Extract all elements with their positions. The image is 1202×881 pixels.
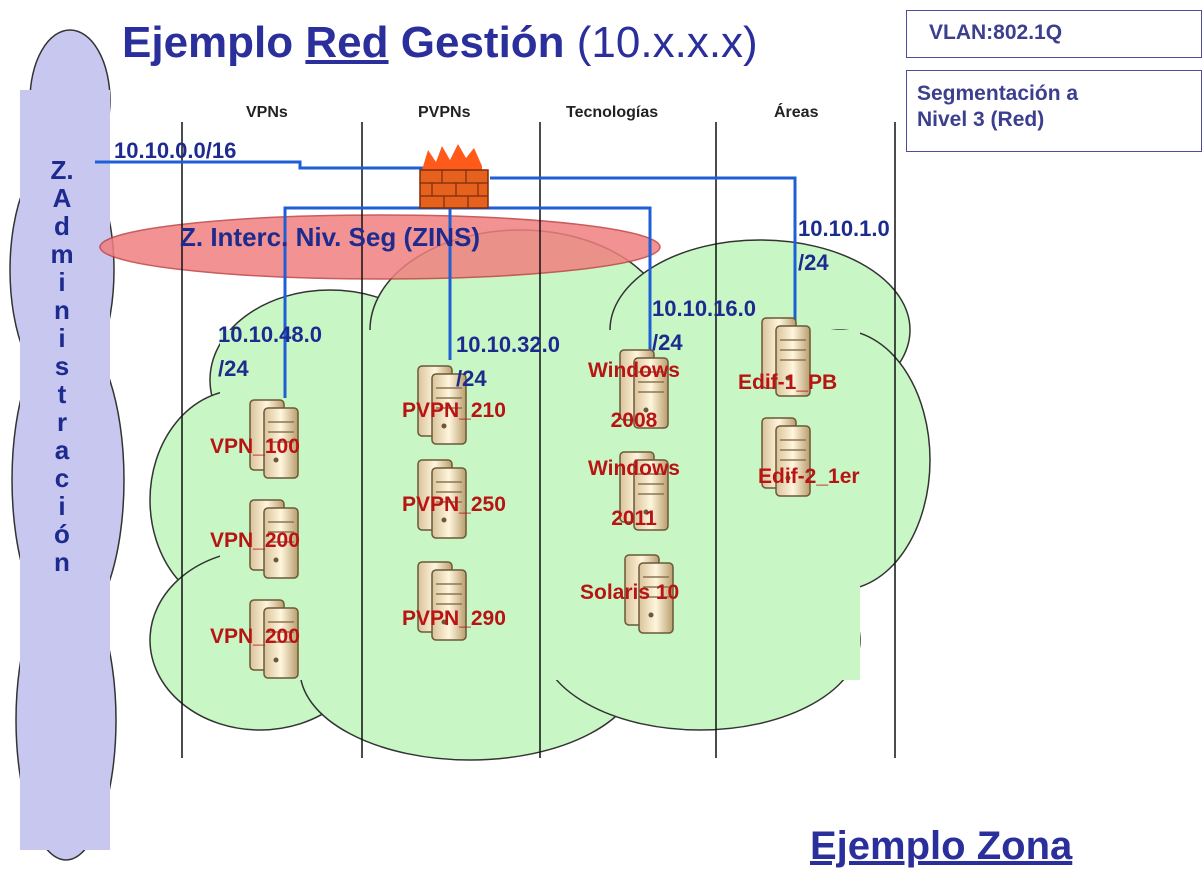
column-header-tecnologias: Tecnologías [566, 104, 659, 121]
admin-letter: i [58, 323, 66, 353]
segmentation-box: Segmentación a Nivel 3 (Red) [906, 70, 1202, 152]
admin-letter: ó [54, 519, 70, 549]
network-tech-label: 10.10.16.0 /24 [652, 296, 756, 355]
admin-zone-label: Z. A d m i n i s t r a c i ó n [42, 156, 82, 576]
title-range: (10.x.x.x) [576, 18, 758, 67]
footer-title: Ejemplo Zona [810, 824, 1073, 868]
server-label-edif-1-pb: Edif-1_PB [738, 371, 838, 394]
server-label-vpn-200-b: VPN_200 [210, 625, 300, 648]
server-label-windows-2008: Windows 2008 [588, 359, 680, 432]
network-vpn-label: 10.10.48.0 /24 [218, 322, 322, 381]
server-label-edif-2-1er: Edif-2_1er [758, 465, 860, 488]
server-label-vpn-100: VPN_100 [210, 435, 300, 458]
network-admin-label: 10.10.0.0/16 [114, 138, 237, 163]
vlan-box: VLAN:802.1Q [906, 10, 1202, 58]
title-underlined: Red [305, 18, 389, 67]
server-label-pvpn-210: PVPN_210 [402, 399, 506, 422]
server-label-vpn-200-a: VPN_200 [210, 529, 300, 552]
page-title: Ejemplo Red Gestión (10.x.x.x) [122, 18, 758, 68]
admin-letter: d [54, 211, 70, 241]
admin-letter: i [58, 491, 66, 521]
server-label-windows-2011: Windows 2011 [588, 457, 680, 530]
admin-letter: n [54, 547, 70, 577]
network-pvpn-label: 10.10.32.0 /24 [456, 332, 560, 391]
server-label-pvpn-250: PVPN_250 [402, 493, 506, 516]
admin-letter: i [58, 267, 66, 297]
admin-letter: A [52, 183, 72, 213]
zins-label: Z. Interc. Niv. Seg (ZINS) [180, 222, 481, 252]
server-label-pvpn-290: PVPN_290 [402, 607, 506, 630]
column-header-areas: Áreas [774, 104, 819, 121]
column-dividers [181, 122, 896, 758]
zins-ellipse [99, 214, 661, 280]
admin-letter: a [54, 435, 70, 465]
admin-letter: Z. [50, 155, 74, 185]
admin-zone-cloud [9, 29, 125, 861]
admin-letter: m [50, 239, 74, 269]
admin-letter: s [54, 351, 70, 381]
admin-letter: r [56, 407, 68, 437]
column-header-vpns: VPNs [246, 104, 288, 121]
column-header-pvpns: PVPNs [418, 104, 471, 121]
title-main: Gestión [400, 18, 565, 67]
server-label-solaris-10: Solaris 10 [580, 581, 680, 604]
admin-letter: c [54, 463, 70, 493]
firewall-icon [419, 144, 489, 209]
admin-letter: n [54, 295, 70, 325]
title-prefix: Ejemplo [122, 18, 294, 67]
network-areas-label: 10.10.1.0 /24 [798, 216, 890, 275]
admin-letter: t [57, 379, 67, 409]
